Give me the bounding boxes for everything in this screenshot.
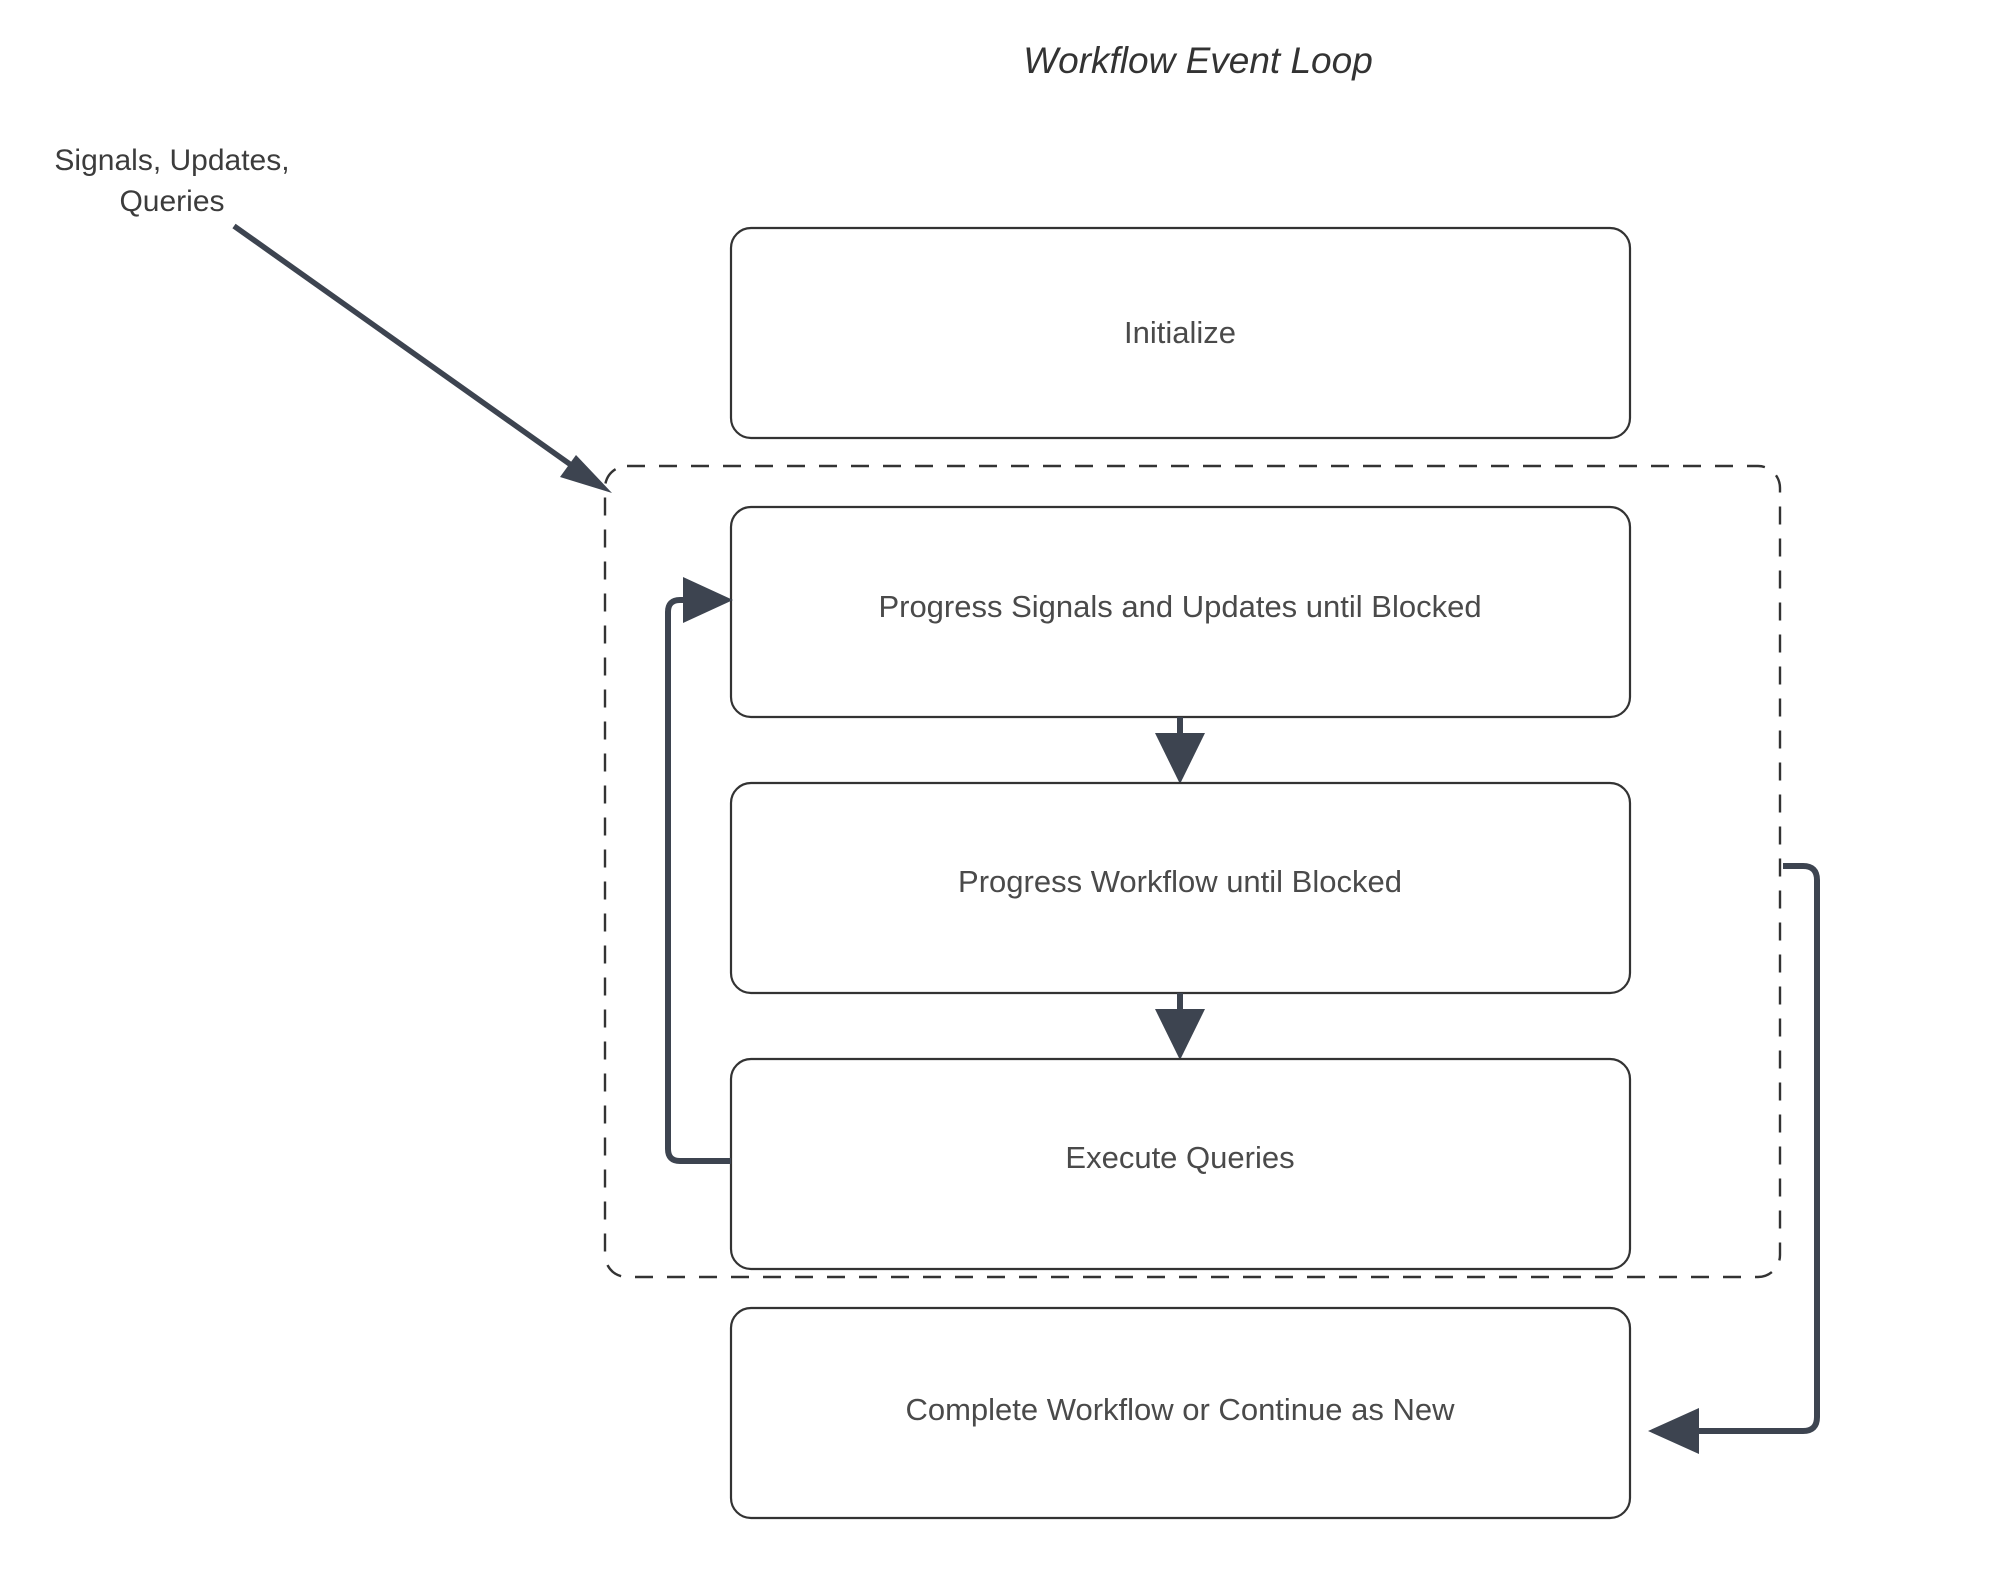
edge-queries-loop-back: [665, 577, 733, 1164]
node-execute-queries-label: Execute Queries: [1065, 1140, 1294, 1175]
node-initialize[interactable]: Initialize: [729, 226, 1632, 440]
edge-label-external-input-line2: Queries: [119, 185, 224, 218]
node-execute-queries[interactable]: Execute Queries: [729, 1057, 1632, 1271]
node-progress-workflow[interactable]: Progress Workflow until Blocked: [729, 781, 1632, 995]
node-progress-signals-label: Progress Signals and Updates until Block…: [878, 589, 1481, 624]
page-title: Workflow Event Loop: [1023, 40, 1373, 81]
queries-loop-back-line: [665, 597, 731, 1164]
loop-to-complete-line: [1667, 863, 1820, 1434]
node-complete-workflow[interactable]: Complete Workflow or Continue as New: [729, 1306, 1632, 1520]
node-progress-workflow-label: Progress Workflow until Blocked: [958, 864, 1402, 899]
workflow-to-queries-arrowhead: [1155, 1009, 1205, 1060]
node-initialize-label: Initialize: [1124, 315, 1236, 350]
node-complete-workflow-box[interactable]: [729, 1306, 1632, 1520]
edge-label-external-input-line1: Signals, Updates,: [54, 144, 289, 177]
edge-workflow-to-queries: [1155, 993, 1205, 1060]
edge-external-input: [232, 223, 612, 493]
node-complete-workflow-label: Complete Workflow or Continue as New: [905, 1392, 1455, 1427]
signals-to-workflow-arrowhead: [1155, 733, 1205, 784]
edge-loop-to-complete: [1648, 863, 1820, 1454]
loop-to-complete-arrowhead: [1648, 1408, 1699, 1454]
node-progress-signals[interactable]: Progress Signals and Updates until Block…: [729, 505, 1632, 719]
edge-signals-to-workflow: [1155, 717, 1205, 784]
external-input-arrowhead: [560, 455, 612, 493]
external-input-line: [232, 223, 590, 480]
queries-loop-back-arrowhead: [683, 577, 733, 623]
event-loop-group-container: [603, 464, 1782, 1279]
node-initialize-box[interactable]: [729, 226, 1632, 440]
